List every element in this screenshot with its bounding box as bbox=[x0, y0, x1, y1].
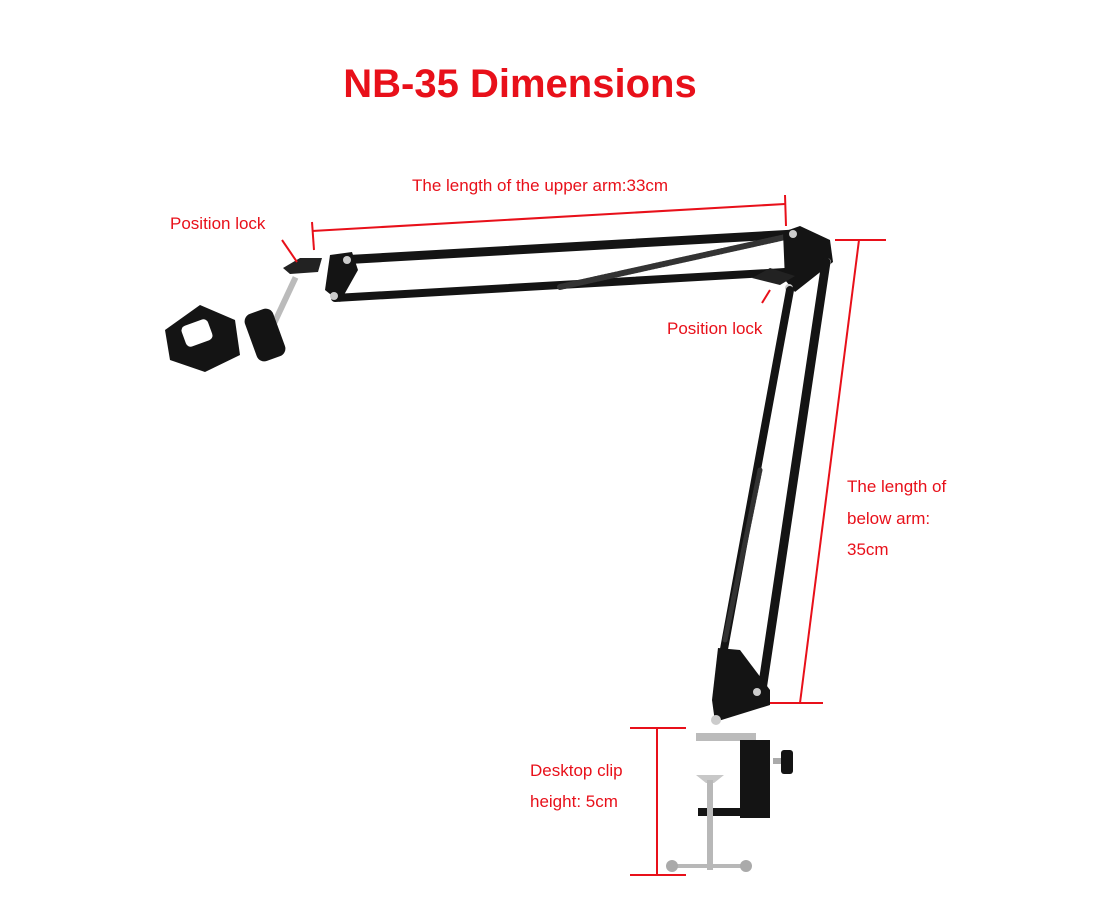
clip-label-line1: Desktop clip bbox=[530, 761, 623, 780]
page-title: NB-35 Dimensions bbox=[343, 62, 697, 106]
position-lock-right-knob bbox=[752, 268, 795, 285]
upper-arm-label: The length of the upper arm:33cm bbox=[412, 176, 669, 195]
elbow-plate bbox=[783, 226, 833, 292]
position-lock-right-leader bbox=[761, 289, 771, 304]
clip-label-line2: height: 5cm bbox=[530, 792, 618, 811]
lower-arm-label-line3: 35cm bbox=[847, 540, 889, 559]
dimension-lines bbox=[281, 194, 886, 876]
position-lock-right-label: Position lock bbox=[667, 319, 763, 338]
upper-arm bbox=[331, 229, 800, 302]
lower-arm-label-line2: below arm: bbox=[847, 509, 931, 528]
upper-arm-dimension-line bbox=[311, 203, 786, 232]
mic-clip bbox=[165, 276, 299, 372]
desk-clamp bbox=[666, 733, 793, 872]
position-lock-left-leader bbox=[281, 239, 298, 263]
position-lock-left-knob bbox=[283, 258, 322, 274]
position-lock-left-label: Position lock bbox=[170, 214, 266, 233]
lower-arm-label-line1: The length of bbox=[847, 477, 947, 496]
base-joint bbox=[712, 648, 770, 722]
head-plate bbox=[325, 252, 358, 302]
lower-arm-dimension-line bbox=[799, 239, 860, 704]
lower-arm bbox=[718, 257, 831, 695]
